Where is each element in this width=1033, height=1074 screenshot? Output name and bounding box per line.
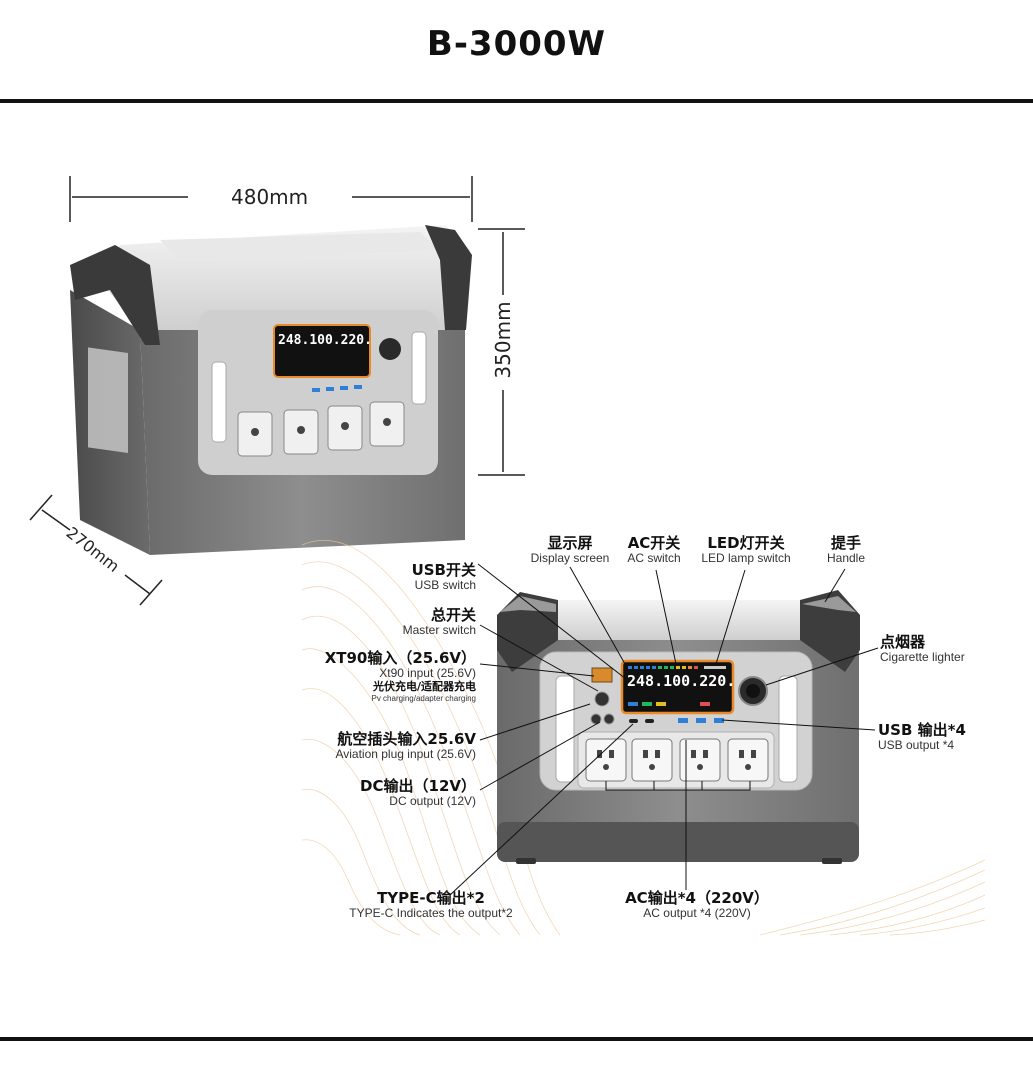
label-cn: LED灯开关 — [707, 534, 785, 552]
label-en: AC switch — [627, 551, 681, 566]
display-readout-perspective: 248.100.220. — [278, 333, 372, 348]
label-en: Cigarette lighter — [880, 650, 965, 665]
height-dimension: 350mm — [491, 301, 515, 379]
label-cn: DC输出（12V） — [360, 777, 476, 795]
label-ac-output: AC输出*4（220V） AC output *4 (220V) — [608, 889, 786, 921]
display-readout-front: 248.100.220. — [627, 672, 735, 690]
label-cn: 提手 — [830, 534, 861, 552]
label-en: USB switch — [414, 578, 476, 593]
readout-middle: 100. — [663, 672, 700, 690]
top-divider — [0, 99, 1033, 103]
station-perspective — [70, 225, 472, 555]
label-cn: 航空插头输入25.6V — [337, 730, 476, 748]
label-en: Display screen — [530, 551, 610, 566]
label-xt90-input: XT90输入（25.6V） Xt90 input (25.6V) 光伏充电/适配… — [300, 649, 476, 703]
bottom-divider — [0, 1037, 1033, 1041]
label-en: Xt90 input (25.6V) — [379, 666, 476, 681]
label-master-switch: 总开关 Master switch — [320, 606, 476, 638]
label-aviation-plug: 航空插头输入25.6V Aviation plug input (25.6V) — [290, 730, 476, 762]
label-cn: USB 输出*4 — [878, 721, 966, 739]
label-cigarette-lighter: 点烟器 Cigarette lighter — [880, 633, 1000, 665]
label-cn: 显示屏 — [547, 534, 593, 552]
label-cn-secondary: 光伏充电/适配器充电 — [372, 680, 476, 694]
product-title: B-3000W — [426, 24, 607, 64]
label-cn: USB开关 — [411, 561, 476, 579]
readout-right: 220. — [699, 672, 736, 690]
label-en: DC output (12V) — [389, 794, 476, 809]
readout-left: 248. — [278, 333, 310, 348]
label-en: LED lamp switch — [701, 551, 791, 566]
label-cn: XT90输入（25.6V） — [324, 649, 476, 667]
label-ac-switch: AC开关 AC switch — [612, 534, 696, 566]
label-cn: AC输出*4（220V） — [625, 889, 769, 907]
label-cn: 总开关 — [430, 606, 476, 624]
decorative-waves — [301, 539, 986, 936]
label-cn: AC开关 — [627, 534, 681, 552]
label-dc-output: DC输出（12V） DC output (12V) — [320, 777, 476, 809]
leader-lines — [449, 563, 879, 896]
label-en: AC output *4 (220V) — [643, 906, 751, 921]
label-handle: 提手 Handle — [814, 534, 878, 566]
label-cn: TYPE-C输出*2 — [377, 889, 485, 907]
readout-left: 248. — [627, 672, 664, 690]
label-en: Master switch — [402, 623, 476, 638]
station-front — [497, 590, 860, 864]
label-led-switch: LED灯开关 LED lamp switch — [690, 534, 802, 566]
label-en: Aviation plug input (25.6V) — [335, 747, 476, 762]
label-usb-switch: USB开关 USB switch — [320, 561, 476, 593]
label-type-c-output: TYPE-C输出*2 TYPE-C Indicates the output*2 — [326, 889, 536, 921]
label-en: TYPE-C Indicates the output*2 — [349, 906, 513, 921]
width-dimension: 480mm — [231, 185, 309, 209]
label-cn: 点烟器 — [880, 633, 926, 651]
label-en: USB output *4 — [878, 738, 955, 753]
readout-middle: 100. — [309, 333, 341, 348]
label-usb-output: USB 输出*4 USB output *4 — [878, 721, 998, 753]
label-en: Handle — [826, 551, 866, 566]
dimension-lines — [29, 176, 525, 606]
label-display-screen: 显示屏 Display screen — [520, 534, 620, 566]
readout-right: 220. — [340, 333, 372, 348]
label-en-secondary: Pv charging/adapter charging — [371, 693, 476, 703]
